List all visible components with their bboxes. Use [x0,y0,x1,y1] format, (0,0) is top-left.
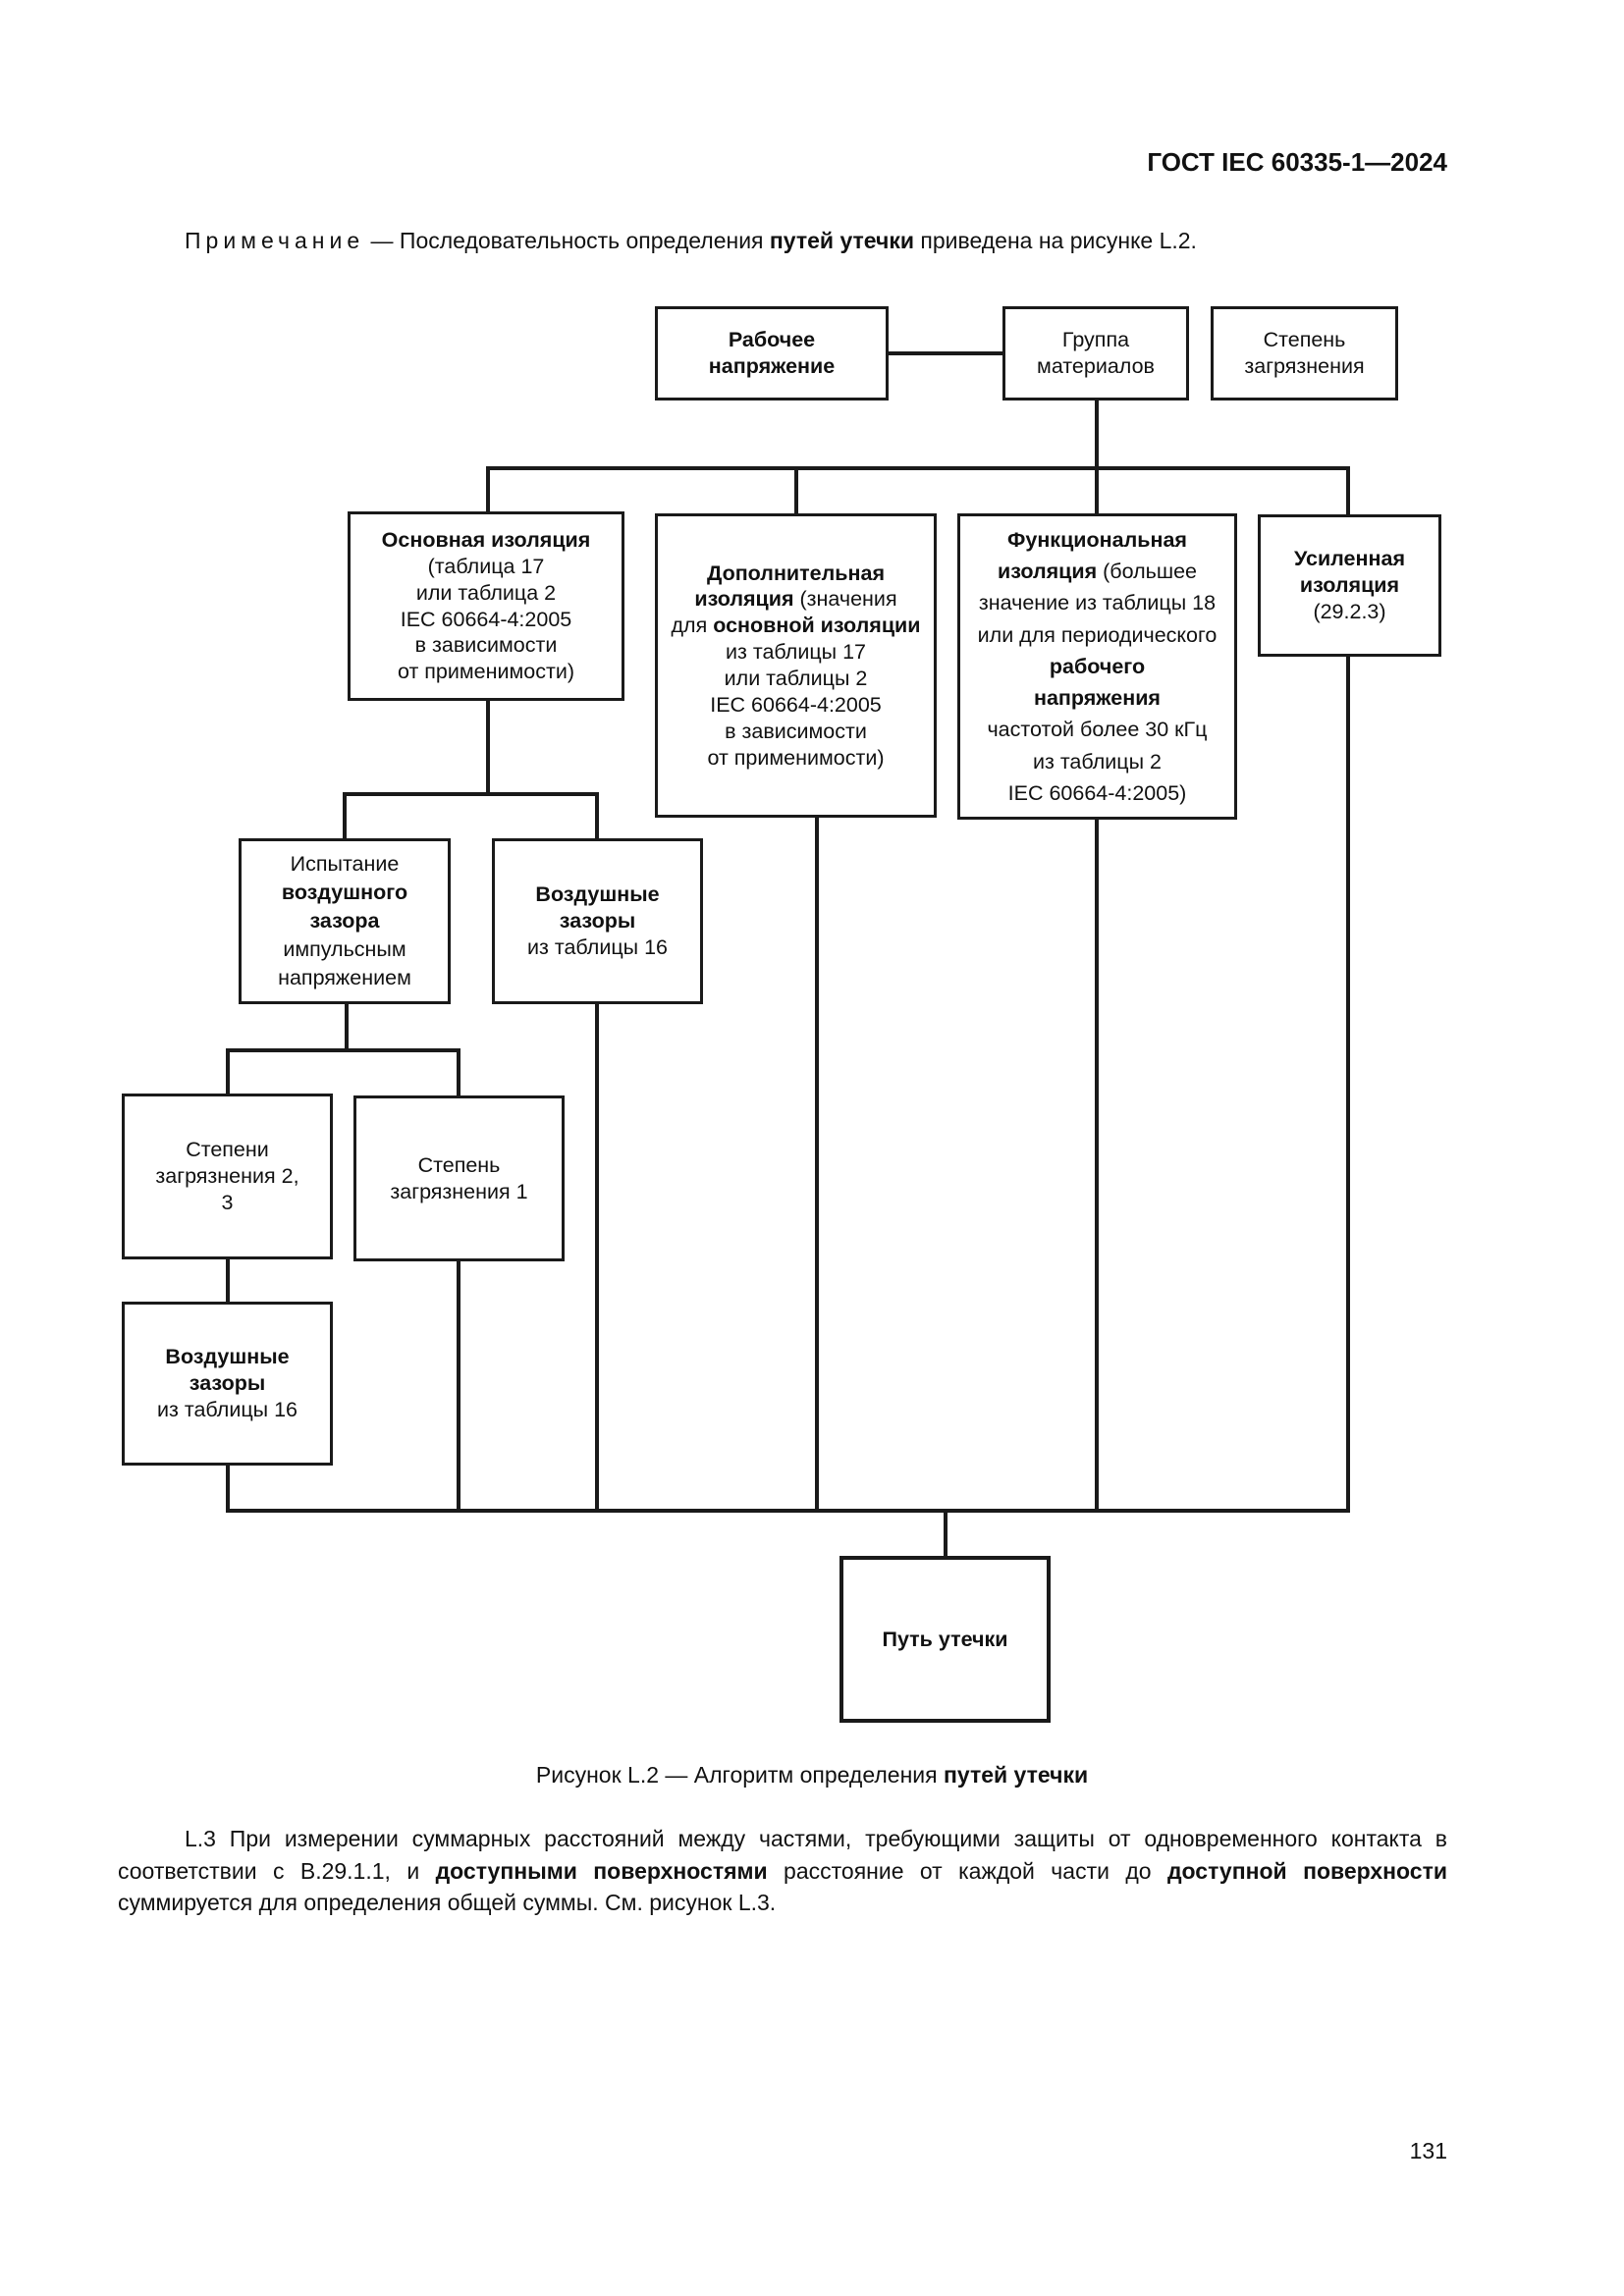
figure-note: Примечание — Последовательность определе… [185,228,1197,254]
impulse-test-line-3: зазора [309,908,380,933]
functional-insulation-working: рабочего [1049,654,1146,678]
supplementary-insulation-title-2: изоляция [694,587,794,612]
basic-insulation-box: Основная изоляция (таблица 17 или таблиц… [348,511,624,701]
clearances-table16-left-box: Воздушные зазоры из таблицы 16 [122,1302,333,1466]
material-group-line-1: Группа [1061,328,1130,352]
reinforced-insulation-box: Усиленная изоляция (29.2.3) [1258,514,1441,657]
clearances-left-title-2: зазоры [189,1371,266,1396]
creepage-path-box: Путь утечки [839,1556,1051,1723]
pollution-degree-line-1: Степень [1263,328,1346,352]
pollution-2-3-line-2: загрязнения 2, [155,1164,299,1189]
supplementary-insulation-line-4: из таблицы 17 [726,640,866,665]
basic-insulation-line-5: от применимости) [397,660,575,684]
supplementary-insulation-line-3: для [671,614,714,638]
pollution-1-line-2: загрязнения 1 [390,1179,528,1203]
functional-insulation-line-4: или для периодического [977,622,1218,647]
functional-insulation-line-3: значение из таблицы 18 [978,591,1217,615]
functional-insulation-line-8: из таблицы 2 [1032,749,1162,774]
note-dash: — [370,228,394,253]
reinforced-insulation-title-2: изоляция [1299,573,1400,598]
note-label: Примечание [185,228,365,253]
reinforced-insulation-ref: (29.2.3) [1313,599,1386,623]
impulse-test-line-5: напряжением [278,966,411,990]
supplementary-insulation-box: Дополнительная изоляция (значения для ос… [655,513,937,818]
clearances-left-title: Воздушные [165,1345,290,1369]
pollution-2-3-line-3: 3 [221,1190,234,1214]
supplementary-insulation-title: Дополнительная [706,561,885,585]
document-standard-header: ГОСТ IEC 60335-1—2024 [1147,147,1447,177]
working-voltage-line-1: Рабочее [728,328,816,352]
clearances-table16-right-box: Воздушные зазоры из таблицы 16 [492,838,703,1004]
note-text-bold: путей утечки [769,228,915,253]
functional-insulation-title-2: изоляция [997,560,1098,584]
creepage-path-label: Путь утечки [882,1627,1008,1651]
clearances-right-title: Воздушные [535,882,660,907]
page-number: 131 [1409,2138,1447,2163]
pollution-1-line-1: Степень [417,1152,501,1177]
paragraph-bold-2: доступной поверхности [1166,1857,1448,1884]
basic-insulation-line-2: или таблица 2 [415,580,557,605]
caption-text: Рисунок L.2 — Алгоритм определения [535,1762,944,1788]
functional-insulation-voltage: напряжения [1033,686,1161,711]
impulse-test-line-1: Испытание [290,851,400,876]
pollution-degree-1-box: Степень загрязнения 1 [353,1095,565,1261]
functional-insulation-box: Функциональная изоляция (большее значени… [957,513,1237,820]
note-text-after: приведена на рисунке L.2. [914,228,1197,253]
impulse-test-box: Испытание воздушного зазора импульсным н… [239,838,451,1004]
functional-insulation-line-9: IEC 60664-4:2005) [1007,780,1187,805]
supplementary-insulation-basic-ref: основной изоляции [713,614,921,638]
basic-insulation-line-1: (таблица 17 [427,554,545,578]
impulse-test-line-4: импульсным [283,937,406,961]
functional-insulation-line-2: (большее [1097,560,1197,584]
functional-insulation-line-7: частотой более 30 кГц [987,718,1208,742]
supplementary-insulation-line-8: от применимости) [707,745,885,770]
working-voltage-line-2: напряжение [708,354,836,378]
paragraph-part-2: расстояние от каждой части до [767,1857,1167,1884]
supplementary-insulation-line-5: или таблицы 2 [724,667,868,690]
basic-insulation-line-3: IEC 60664-4:2005 [400,607,572,631]
basic-insulation-line-4: в зависимости [414,633,558,658]
clearances-right-ref: из таблицы 16 [527,934,668,959]
supplementary-insulation-line-6: IEC 60664-4:2005 [710,692,882,717]
pollution-2-3-line-1: Степени [186,1138,269,1162]
basic-insulation-title: Основная изоляция [381,527,591,552]
body-paragraph-l3: L.3 При измерении суммарных расстояний м… [118,1823,1447,1919]
reinforced-insulation-title: Усиленная [1293,547,1405,571]
pollution-degree-2-3-box: Степени загрязнения 2, 3 [122,1094,333,1259]
supplementary-insulation-line-2: (значения [793,587,897,612]
material-group-line-2: материалов [1037,354,1155,378]
impulse-test-line-2: воздушного [281,880,408,904]
paragraph-part-1: L.3 При измерении суммарных расстояний м… [118,1826,1447,1884]
clearances-left-ref: из таблицы 16 [157,1397,298,1421]
clearances-right-title-2: зазоры [559,909,636,934]
paragraph-bold-1: доступными поверхностями [435,1857,768,1884]
caption-bold: путей утечки [943,1762,1089,1788]
pollution-degree-line-2: загрязнения [1244,354,1365,378]
functional-insulation-title: Функциональная [1007,527,1187,552]
supplementary-insulation-line-7: в зависимости [725,719,867,743]
figure-caption: Рисунок L.2 — Алгоритм определения путей… [0,1762,1624,1789]
note-text-before: Последовательность определения [399,228,770,253]
paragraph-part-3: суммируется для определения общей суммы.… [118,1890,777,1916]
